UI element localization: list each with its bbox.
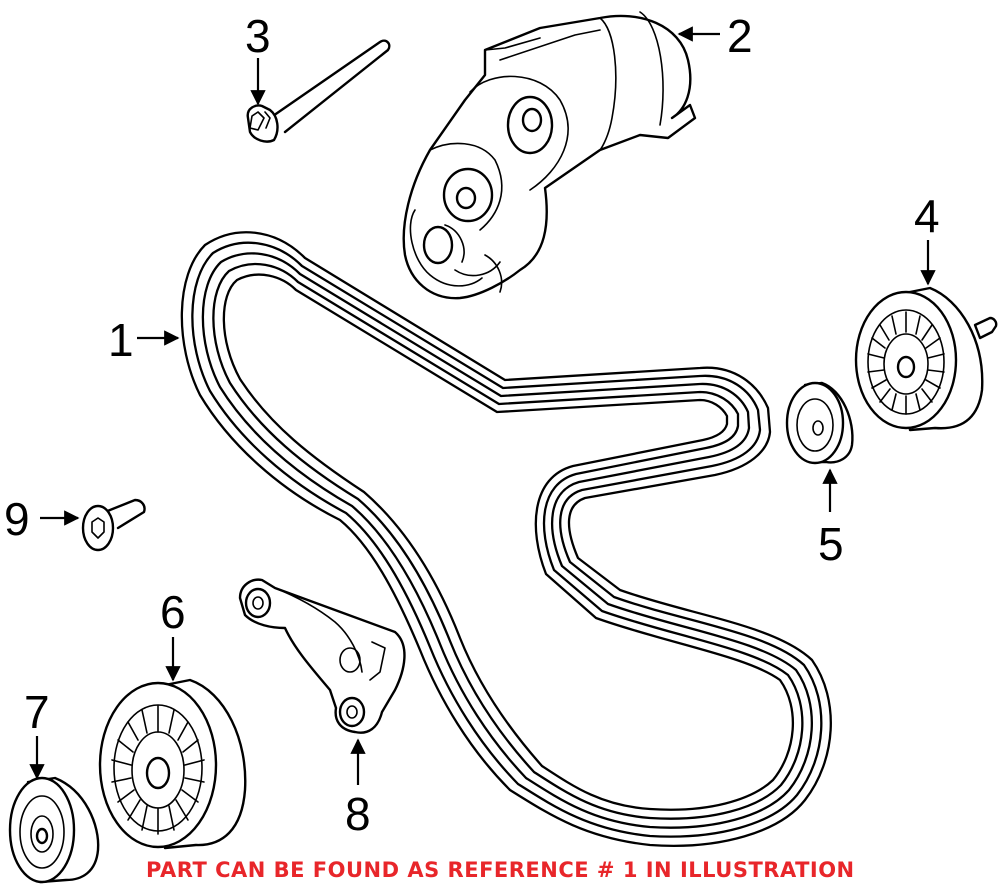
idler-pulley-small (8, 776, 100, 884)
callout-7: 7 (24, 686, 50, 738)
reference-footnote: PART CAN BE FOUND AS REFERENCE # 1 IN IL… (146, 858, 855, 882)
callout-2: 2 (727, 10, 753, 62)
callout-3: 3 (245, 10, 271, 62)
callout-9: 9 (4, 493, 30, 545)
tensioner-bolt (246, 39, 391, 143)
serpentine-belt (180, 231, 832, 847)
callout-4: 4 (914, 190, 940, 242)
callout-5: 5 (818, 518, 844, 570)
callout-1: 1 (108, 314, 134, 366)
idler-pulley-smooth (98, 678, 247, 850)
callout-6: 6 (160, 586, 186, 638)
idler-pulley-grooved (854, 286, 998, 432)
pulley-dust-cap (785, 381, 854, 465)
bracket-bolt (81, 498, 146, 552)
tensioner-bracket (238, 578, 406, 734)
belt-tensioner (402, 11, 697, 300)
leader-arrows (29, 26, 936, 785)
callout-8: 8 (345, 788, 371, 840)
